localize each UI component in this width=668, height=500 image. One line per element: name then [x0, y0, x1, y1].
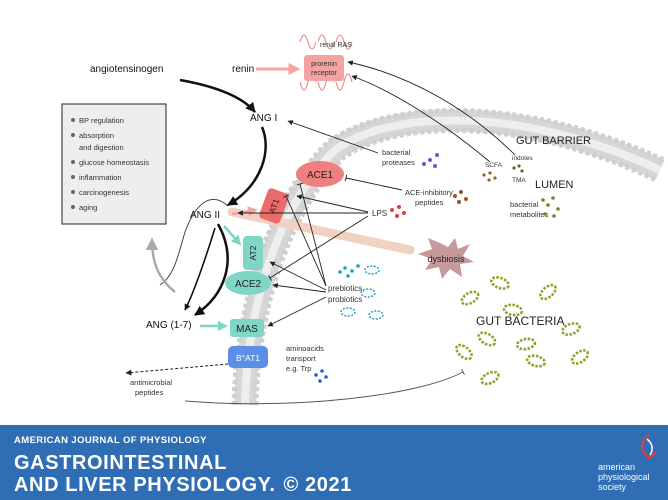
society-name-line: physiological: [598, 472, 650, 482]
acei-peptide-dots: [453, 190, 468, 204]
mas-label: MAS: [236, 324, 258, 335]
tma-label: TMA: [512, 177, 526, 184]
ace-inhibitory-label-2: peptides: [415, 198, 444, 207]
angiotensinogen-to-ang1-arrow: [179, 78, 256, 113]
ang1-to-ang2-arrow: [227, 126, 267, 207]
indole-dots: [512, 164, 524, 173]
ang2-to-ang17-arrow: [194, 223, 229, 317]
ang2-to-at2-arrow: [223, 225, 242, 246]
effects-box: BP regulation absorption and digestion g…: [61, 103, 167, 225]
amino-acid-dots: [314, 369, 328, 383]
lps-to-ace1-arrow: [296, 194, 369, 213]
effect-item: and digestion: [79, 143, 124, 152]
ang17-label: ANG (1-7): [146, 320, 192, 331]
ace2-receptor: ACE2: [225, 271, 271, 295]
scfa-to-prorenin-arrow: [351, 75, 491, 163]
renin-label: renin: [232, 64, 254, 75]
journal-title-line2: AND LIVER PHYSIOLOGY. © 2021: [14, 474, 352, 497]
gut-bacteria-label: GUT BACTERIA: [476, 314, 564, 328]
ace1-receptor: ACE1: [296, 161, 344, 187]
indoles-to-prorenin-arrow: [347, 60, 516, 156]
effect-item: glucose homeostasis: [79, 158, 149, 167]
aminoacids-label-1: aminoacids: [286, 344, 324, 353]
bacterial-metabolites-label-1: bacterial: [510, 200, 539, 209]
bacterial-metabolites-label-2: metabolites: [510, 210, 549, 219]
journal-title-line2-text: AND LIVER PHYSIOLOGY.: [14, 474, 276, 496]
probiotics-to-at2-arrow: [269, 261, 327, 291]
society-name-line: society: [598, 482, 627, 492]
dysbiosis-burst: [418, 238, 474, 279]
lps-dots: [390, 205, 406, 218]
probiotics-inhibit-at1: [282, 194, 327, 287]
renal-ras-label: renal RAS: [320, 42, 352, 49]
prorenin-label-1: prorenin: [311, 61, 337, 68]
gut-barrier-label: GUT BARRIER: [516, 135, 591, 147]
lps-label: LPS: [372, 209, 387, 218]
ace2-label: ACE2: [235, 279, 262, 290]
probiotics-label: probiotics: [328, 295, 362, 304]
ang1-label: ANG I: [250, 113, 277, 124]
at2-label: AT2: [248, 245, 258, 260]
ace1-label: ACE1: [307, 170, 334, 181]
effect-item: BP regulation: [79, 116, 124, 125]
effect-item: inflammation: [79, 173, 122, 182]
journal-title-line1: GASTROINTESTINAL: [14, 452, 227, 474]
b0at1-label: B°AT1: [236, 353, 260, 363]
aminoacids-label-2: transport: [286, 354, 317, 363]
acei-inhibits-ace1: [344, 174, 403, 191]
indoles-label: indoles: [512, 155, 533, 162]
lps-inhibits-ace2: [267, 215, 369, 281]
gut-bacteria-cluster: [455, 276, 590, 386]
scfa-dots: [482, 171, 497, 182]
prebiotics-label: prebiotics,: [328, 284, 364, 293]
at1-label: AT1: [267, 197, 282, 215]
effect-item: absorption: [79, 131, 114, 140]
society-logo-icon: [640, 434, 658, 459]
probiotics-inhibit-ace1: [296, 182, 327, 287]
effect-item: aging: [79, 203, 97, 212]
prorenin-label-2: receptor: [311, 70, 337, 77]
scfa-label: SCFA: [485, 162, 503, 169]
probiotics-to-ace2-arrow: [272, 282, 327, 293]
b0at1-to-antimicrobial-arrow: [125, 363, 229, 376]
ang2-secondary-arrow: [184, 227, 216, 311]
b0at1-receptor: B°AT1: [228, 346, 268, 368]
ang2-label: ANG II: [190, 210, 220, 221]
effects-gray-arrow: [145, 237, 176, 293]
ace-inhibitory-label-1: ACE-inhibitory: [405, 188, 453, 197]
effect-item: carcinogenesis: [79, 188, 129, 197]
at1-receptor: AT1: [259, 188, 289, 224]
at2-receptor: AT2: [243, 236, 263, 270]
gut-ras-diagram: prorenin receptor renal RAS angiotensino…: [61, 34, 666, 406]
ang2-to-at1-arrow: [231, 206, 258, 217]
bacterial-proteases-label-1: bacterial: [382, 148, 411, 157]
gut-barrier-membrane: [231, 108, 666, 406]
dysbiosis-label: dysbiosis: [427, 254, 465, 264]
metabolite-dots: [541, 196, 560, 218]
journal-name: AMERICAN JOURNAL OF PHYSIOLOGY: [14, 435, 207, 446]
journal-banner: AMERICAN JOURNAL OF PHYSIOLOGY GASTROINT…: [0, 425, 668, 500]
angiotensinogen-label: angiotensinogen: [90, 64, 163, 75]
prorenin-receptor: prorenin receptor: [299, 34, 353, 91]
aminoacids-label-3: e.g. Trp: [286, 364, 311, 373]
mas-receptor: MAS: [230, 319, 264, 337]
antimicrobial-label-1: antimicrobial: [130, 378, 172, 387]
antimicrobial-label-2: peptides: [135, 388, 164, 397]
society-name-line: american: [598, 462, 636, 472]
probiotic-bacteria: [338, 264, 384, 320]
effects-connector: [159, 199, 229, 286]
antimicrobial-inhibits-bacteria: [184, 368, 465, 405]
lumen-label: LUMEN: [535, 179, 574, 191]
copyright: © 2021: [283, 474, 352, 496]
bacterial-proteases-label-2: proteases: [382, 158, 415, 167]
probiotics-to-mas-arrow: [267, 296, 327, 327]
protease-dots: [422, 153, 439, 168]
proteases-to-ang1-arrow: [287, 120, 379, 154]
society-name: american physiological society: [598, 462, 650, 492]
